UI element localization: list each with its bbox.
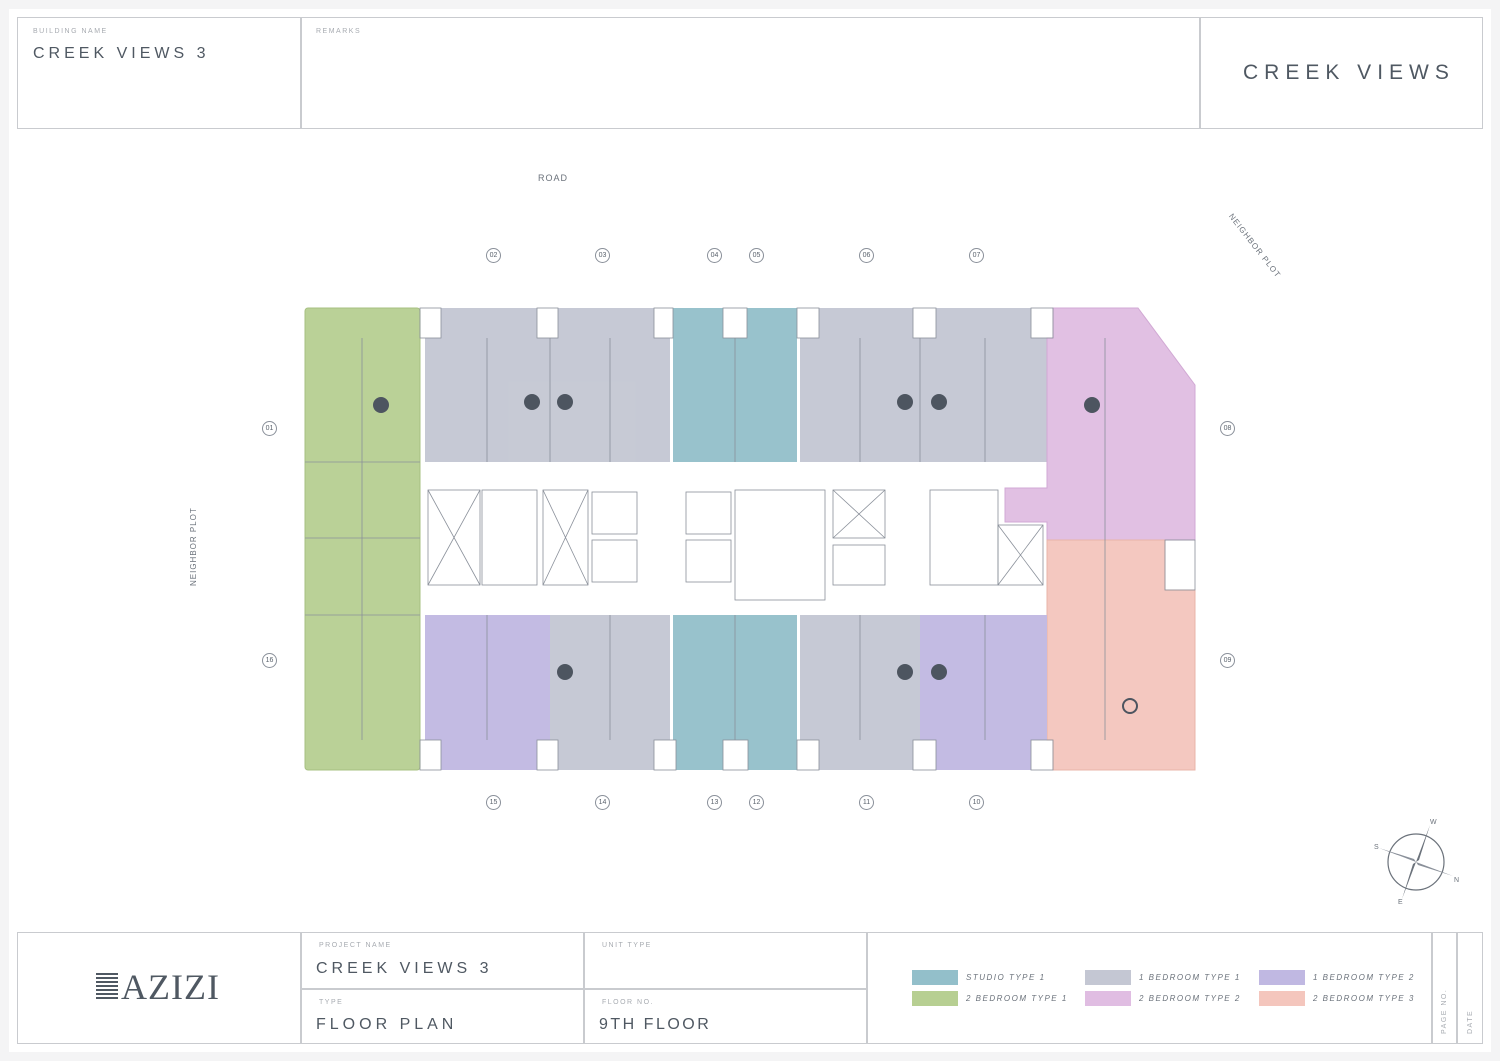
unit-number-marker: 10 [969, 795, 984, 810]
unit-04-balcony[interactable] [673, 308, 723, 338]
page-no-label: PAGE NO. [1441, 988, 1448, 1034]
unit-number-marker: 05 [749, 248, 764, 263]
legend-item: 2 BEDROOM TYPE 2 [1085, 991, 1241, 1006]
unit-number-marker: 11 [859, 795, 874, 810]
logo-bars-icon [96, 973, 118, 1001]
remarks-label: REMARKS [316, 28, 362, 35]
legend-label: 1 BEDROOM TYPE 2 [1313, 973, 1415, 982]
unit-07-balcony[interactable] [936, 308, 1031, 338]
unit-15-body[interactable] [425, 615, 550, 740]
azizi-logo: AZIZI [96, 966, 220, 1008]
legend-swatch [1085, 991, 1131, 1006]
unit-14-balcony[interactable] [558, 740, 654, 770]
building-name: CREEK VIEWS 3 [33, 45, 210, 62]
legend-item: 1 BEDROOM TYPE 1 [1085, 970, 1241, 985]
unit-06-balcony[interactable] [819, 308, 913, 338]
floor-no-value: 9TH FLOOR [599, 1016, 712, 1033]
drawing-sheet [9, 9, 1491, 1052]
unit-number-marker: 06 [859, 248, 874, 263]
legend-label: 2 BEDROOM TYPE 2 [1139, 994, 1241, 1003]
unit-13-balcony[interactable] [676, 740, 723, 770]
unit-number-marker: 04 [707, 248, 722, 263]
unit-15-balcony[interactable] [441, 740, 537, 770]
building-name-label: BUILDING NAME [33, 28, 108, 35]
unit-number-marker: 09 [1220, 653, 1235, 668]
compass-w: W [1430, 819, 1437, 826]
legend-label: 2 BEDROOM TYPE 3 [1313, 994, 1415, 1003]
legend-item: 2 BEDROOM TYPE 3 [1259, 991, 1415, 1006]
date-label: DATE [1467, 1009, 1474, 1034]
legend-label: 2 BEDROOM TYPE 1 [966, 994, 1068, 1003]
unit-fills [304, 307, 1196, 771]
legend-item: 2 BEDROOM TYPE 1 [912, 991, 1068, 1006]
project-name: CREEK VIEWS 3 [316, 960, 493, 977]
unit-number-marker: 07 [969, 248, 984, 263]
unit-06-07-body[interactable] [800, 338, 1047, 462]
furniture [373, 394, 1138, 714]
legend-item: STUDIO TYPE 1 [912, 970, 1046, 985]
neighbor-plot-left-label: NEIGHBOR PLOT [189, 507, 198, 586]
road-label: ROAD [538, 173, 569, 183]
unit-10-balcony[interactable] [936, 740, 1031, 770]
unit-number-marker: 03 [595, 248, 610, 263]
unit-number-marker: 08 [1220, 421, 1235, 436]
unit-number-marker: 01 [262, 421, 277, 436]
legend-swatch [912, 991, 958, 1006]
unit-02-03-body[interactable] [425, 338, 670, 462]
project-name-label: PROJECT NAME [319, 942, 392, 949]
floor-no-label: FLOOR NO. [602, 999, 655, 1006]
unit-05-balcony[interactable] [747, 308, 797, 338]
unit-09-2bed-type3[interactable] [1046, 539, 1196, 771]
legend-item: 1 BEDROOM TYPE 2 [1259, 970, 1415, 985]
unit-01-16-2bed-type1[interactable] [304, 307, 421, 771]
compass-s: S [1374, 844, 1379, 851]
type-label: TYPE [319, 999, 344, 1006]
legend-swatch [1259, 970, 1305, 985]
legend-label: STUDIO TYPE 1 [966, 973, 1046, 982]
unit-type-label: UNIT TYPE [602, 942, 652, 949]
legend-swatch [1085, 970, 1131, 985]
type-value: FLOOR PLAN [316, 1016, 458, 1033]
unit-number-marker: 02 [486, 248, 501, 263]
legend-swatch [1259, 991, 1305, 1006]
unit-02-balcony[interactable] [441, 308, 537, 338]
unit-number-marker: 12 [749, 795, 764, 810]
compass-e: E [1398, 899, 1403, 906]
unit-03-balcony[interactable] [558, 308, 654, 338]
title-block-footer [17, 932, 1483, 1044]
plan-linework [305, 307, 1196, 771]
title-block-header [17, 17, 1483, 129]
legend-swatch [912, 970, 958, 985]
unit-number-marker: 16 [262, 653, 277, 668]
compass-n: N [1454, 877, 1459, 884]
unit-number-marker: 15 [486, 795, 501, 810]
unit-12-balcony[interactable] [748, 740, 797, 770]
legend-label: 1 BEDROOM TYPE 1 [1139, 973, 1241, 982]
compass-icon: W S N E [1374, 819, 1459, 906]
unit-11-balcony[interactable] [819, 740, 913, 770]
brand-title: CREEK VIEWS [1243, 61, 1455, 84]
unit-number-marker: 14 [595, 795, 610, 810]
unit-number-marker: 13 [707, 795, 722, 810]
